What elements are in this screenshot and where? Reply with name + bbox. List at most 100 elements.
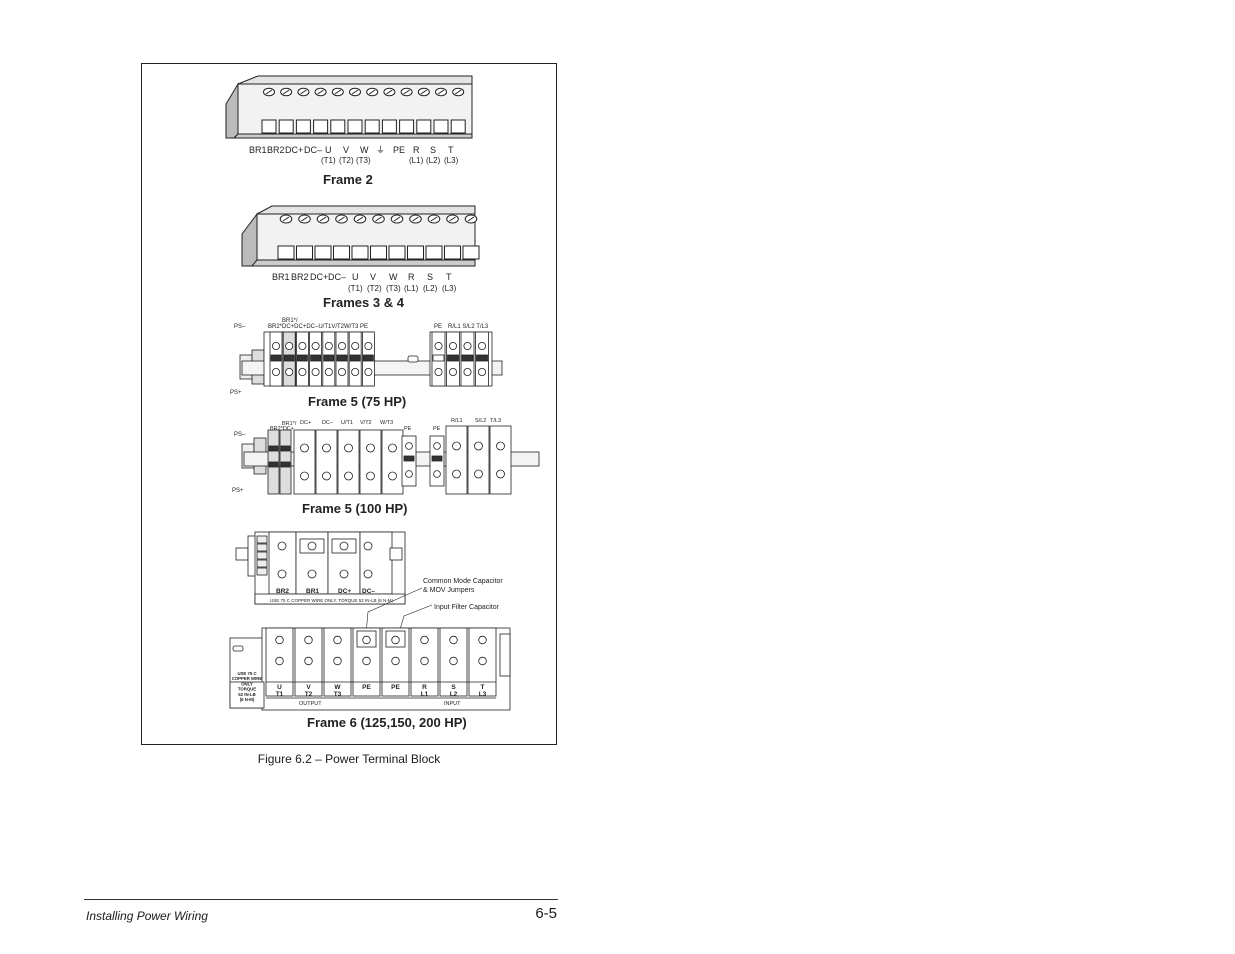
figure-caption: Figure 6.2 – Power Terminal Block [257,752,441,766]
screw-icon [388,471,397,481]
screw-icon [463,341,472,350]
screw-icon [322,443,331,453]
terminal-block [293,429,316,495]
terminal-label: DC– [362,588,375,595]
wire-slot [364,119,380,134]
terminal-label: V [370,272,376,282]
wire-slot [433,119,449,134]
screw-icon [344,471,353,481]
screw-icon [339,541,349,551]
side-note-line: TORQUE [238,687,256,692]
screw-icon [285,367,294,376]
terminal-label: DC– [304,145,322,155]
terminal-label: (L2) [426,156,441,165]
terminal-sublabel: T2 [305,691,313,698]
wire-slot [330,119,346,134]
screw-icon [391,656,400,666]
wire-slot [277,245,295,260]
wire-slot [450,119,466,134]
screw-icon [275,656,284,666]
screw-icon [463,367,472,376]
terminal-label: BR2 [276,588,289,595]
screw-icon [307,569,317,579]
terminal-label: DC+ [338,588,351,595]
wire-slot [296,245,313,260]
terminal-block [337,429,360,495]
terminal-label: PE [391,684,400,691]
terminal-label: BR1 [306,588,319,595]
terminal-label: BR1*/ [282,421,297,427]
terminal-label: DC– [322,420,334,426]
terminal-block [489,425,512,495]
screw-icon [271,341,280,350]
terminal-label: T [448,145,454,155]
screw-icon [300,443,309,453]
wire-slot [370,245,387,260]
terminal-label: R [413,145,420,155]
terminal-label: PE [362,684,371,691]
screw-icon [449,635,458,645]
terminal-label: BR2 [291,272,309,282]
terminal-label: ⏚ [376,145,385,155]
screw-icon [271,367,280,376]
screw-icon [452,441,461,451]
frame5-75-br1-label: BR1*/ [282,318,298,324]
frame6-upper-block [235,531,406,605]
terminal-label: T/L3 [490,418,501,424]
screw-icon [307,541,317,551]
screw-icon [448,367,457,376]
terminal-label: R/L1 [451,418,463,424]
terminal-block [381,429,404,495]
screw-icon [362,656,371,666]
wire-slot [425,245,443,260]
wire-slot [295,119,311,134]
frame5-75-title: Frame 5 (75 HP) [308,394,406,409]
screw-icon [344,443,353,453]
screw-icon [298,341,307,350]
terminal-label: (L3) [444,156,459,165]
frame2-terminal-block [225,75,473,139]
screw-icon [311,367,320,376]
terminal-label: (T2) [339,156,354,165]
screw-icon [420,635,429,645]
terminal-label: BR2 [267,145,285,155]
terminal-label: DC– [328,272,346,282]
frame6-upper-labels: BR2 BR1 DC+ DC– [276,588,375,595]
wire-slot [351,245,369,260]
terminal-label: (T2) [367,284,382,293]
page-number: 6-5 [535,905,557,922]
screw-icon [391,635,400,645]
screw-icon [333,635,342,645]
terminal-label: (L1) [409,156,424,165]
wire-slot [388,245,406,260]
screw-icon [275,635,284,645]
screw-icon [300,471,309,481]
screw-icon [477,367,486,376]
screw-icon [351,367,360,376]
terminal-label: V [343,145,349,155]
terminal-label: DC+ [285,145,303,155]
terminal-block [359,429,382,495]
terminal-label: (T1) [321,156,336,165]
screw-icon [477,341,486,350]
terminal-label: T [446,272,452,282]
screw-icon [285,341,294,350]
wire-slot [407,245,424,260]
terminal-sublabel: L2 [450,691,458,698]
side-note-line: USE 75 C [237,671,256,676]
screw-icon [388,443,397,453]
screw-icon [277,569,287,579]
frame6-callout-input-filter: Input Filter Capacitor [434,604,500,611]
terminal-label: DC+ [300,420,311,426]
frame6-title: Frame 6 (125,150, 200 HP) [307,715,467,730]
footer-section-title: Installing Power Wiring [86,909,208,923]
terminal-label: (T3) [386,284,401,293]
screw-icon [351,341,360,350]
screw-icon [478,635,487,645]
terminal-label: R [422,684,427,691]
screw-icon [433,442,441,450]
wire-slot [462,245,480,260]
terminal-label: BR2*DC+ [270,426,294,432]
